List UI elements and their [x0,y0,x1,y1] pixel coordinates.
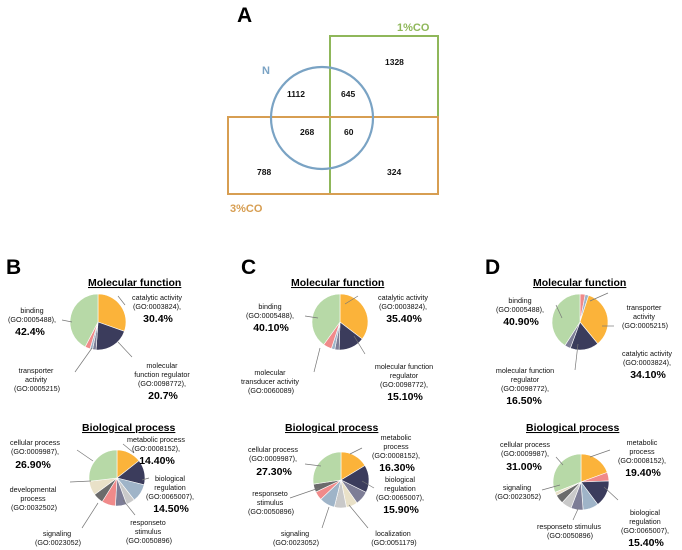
leader-line [289,487,320,499]
pie-c-molecular-function [311,293,369,351]
venn-set-3co-box [227,116,439,195]
slice-label-catalytic-activity: catalytic activity (GO:0003824), 35.40% [378,293,430,325]
venn-count-n-3co: 268 [300,127,314,137]
leader-line [122,443,135,454]
slice-label-transporter-activity: transporter activity (GO:0005215) [14,366,60,393]
venn-count-1co-only: 1328 [385,57,404,67]
section-title-bp-c: Biological process [285,422,379,434]
leader-line [304,463,322,467]
section-title-mf-d: Molecular function [533,277,626,289]
slice-label-catalytic-activity: catalytic activity (GO:0003824), 34.10% [622,349,674,381]
slice-label-cellular-process: cellular process (GO:0009987), 26.90% [10,438,62,471]
slice-label-response-to-stimulus: responseto stimulus (GO:0050896) [126,518,172,545]
slice-label-developmental-process: developmental process (GO:0032502) [10,485,59,512]
slice-label-biological-regulation: biological regulation (GO:0065007), 14.5… [146,474,196,515]
slice-label-response-to-stimulus: responseto stimulus (GO:0050896) [537,522,603,540]
section-title-bp-d: Biological process [526,422,620,434]
venn-count-n-only: 1112 [287,89,305,99]
pie-slice-cellular-process [312,451,342,485]
leader-line [348,504,369,529]
venn-label-n: N [262,65,270,77]
slice-label-cellular-process: cellular process (GO:0009987), 27.30% [248,445,300,478]
panel-letter-b: B [6,256,21,279]
panel-letter-a: A [237,4,252,27]
slice-label-metabolic-process: metabolic process (GO:0008152), 19.40% [618,438,668,479]
leader-line [61,319,73,323]
leader-line [344,295,359,305]
leader-line [74,347,93,373]
slice-label-metabolic-process: metabolic process (GO:0008152), 16.30% [372,433,422,474]
leader-line [76,449,94,462]
venn-count-1co-3co: 324 [387,167,401,177]
venn-count-3co-only: 788 [257,167,271,177]
slice-label-binding: binding (GO:0005488), 40.10% [246,302,296,334]
slice-label-response-to-stimulus: responseto stimulus (GO:0050896) [248,489,294,516]
slice-label-transporter-activity: transporter activity (GO:0005215) [622,303,668,330]
pie-d-molecular-function [551,293,609,351]
pie-slice-molecular-function-regulator [95,321,125,351]
leader-line [589,449,611,458]
slice-label-signaling: signaling (GO:0023052) [35,529,81,547]
pie-slice-catalytic-activity [339,293,369,340]
slice-label-molecular-function-regulator: molecular function regulator (GO:0098772… [375,362,435,403]
pie-slice-cellular-process [552,453,582,493]
leader-line [321,506,330,529]
section-title-bp-b: Biological process [82,422,176,434]
leader-line [81,502,99,529]
section-title-mf-b: Molecular function [88,277,181,289]
pie-b-molecular-function [69,293,127,351]
leader-line [589,292,609,302]
slice-label-cellular-process: cellular process (GO:0009987), 31.00% [500,440,552,473]
venn-label-1co: 1%CO [397,22,430,34]
section-title-mf-c: Molecular function [291,277,384,289]
slice-label-catalytic-activity: catalytic activity (GO:0003824), 30.4% [132,293,184,325]
pie-slice-binding [551,293,581,346]
leader-line [313,347,321,373]
leader-line [353,335,366,355]
leader-lines [61,292,619,529]
slice-label-localization: localization (GO:0051179) [371,529,416,547]
venn-set-n-circle [269,65,375,171]
pie-slice-catalytic-activity [97,293,127,332]
slice-label-molecular-function-regulator: molecular function regulator (GO:0098772… [134,361,192,402]
pie-d-biological-process [552,453,610,511]
slice-label-signaling: signaling (GO:0023052) [495,483,541,501]
panel-letter-d: D [485,256,500,279]
leader-line [117,341,133,358]
leader-line [69,480,92,483]
venn-diagram: A 1%CO N 3%CO 1328 1112 645 268 60 788 3… [227,4,439,215]
panel-letter-c: C [241,256,256,279]
leader-line [541,484,561,491]
leader-line [572,508,579,521]
leader-line [555,304,563,319]
leader-line [603,486,619,501]
slice-label-metabolic-process: metabolic process (GO:0008152), 14.40% [127,435,187,467]
slice-label-molecular-transducer-activity: molecular transducer activity (GO:006008… [241,368,301,395]
pie-slice-catalytic-activity [579,294,609,345]
leader-line [361,480,375,489]
slice-label-molecular-function-regulator: molecular function regulator (GO:0098772… [496,366,556,407]
venn-count-n-1co: 645 [341,89,355,99]
slice-label-biological-regulation: biological regulation (GO:0065007), 15.9… [376,475,426,516]
leader-line [117,295,126,306]
venn-set-1co-box [329,35,439,195]
pie-slice-binding [69,293,99,348]
venn-label-3co: 3%CO [230,203,263,215]
slice-label-binding: binding (GO:0005488), 42.4% [8,306,58,338]
leader-line [122,499,136,516]
leader-line [555,456,564,466]
leader-line [141,477,150,481]
pie-slice-binding [311,293,341,346]
leader-line [349,447,363,455]
slice-label-signaling: signaling (GO:0023052) [273,529,319,547]
leader-line [574,343,579,371]
leader-line [304,315,319,319]
slice-label-biological-regulation: biological regulation (GO:0065007), 15.4… [621,508,671,549]
venn-count-n-1co-3co: 60 [344,127,354,137]
pie-c-biological-process [312,451,370,509]
slice-label-binding: binding (GO:0005488), 40.90% [496,296,546,328]
pie-b-biological-process [88,449,146,507]
pie-slice-cellular-process [88,449,118,482]
